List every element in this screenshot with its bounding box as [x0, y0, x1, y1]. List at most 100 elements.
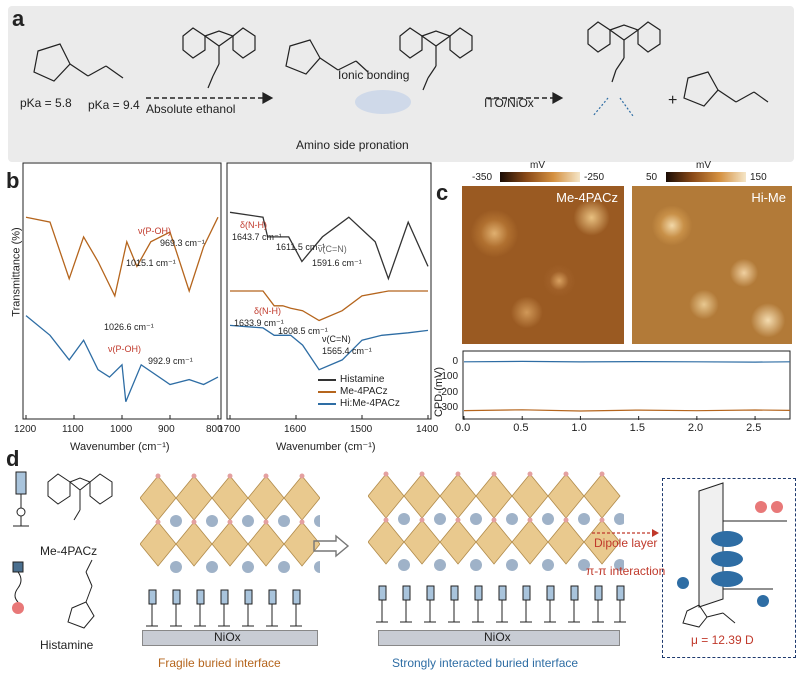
lattice-left-anion — [191, 473, 197, 479]
legend-swatch-hime — [318, 402, 336, 405]
lattice-right-octahedron — [583, 519, 621, 565]
left-annot-1015: 1015.1 cm⁻¹ — [126, 258, 176, 268]
colorbar-1 — [500, 172, 580, 182]
right-annot-1611: 1611.5 cm⁻¹ — [276, 242, 326, 252]
substrate-label: ITO/NiOx — [484, 96, 534, 110]
colorbar-2-max: 150 — [750, 172, 767, 183]
lattice-right-cation — [506, 559, 518, 571]
panel-d-letter: d — [6, 446, 20, 471]
right-annot-1565: 1565.4 cm⁻¹ — [322, 346, 372, 356]
lattice-right-anion — [527, 517, 533, 523]
left-annot-969: 969.3 cm⁻¹ — [160, 238, 205, 248]
anchors-right-molecule-head — [522, 585, 531, 601]
lattice-right-cation — [542, 513, 554, 525]
lattice-left-octahedron — [283, 521, 320, 567]
anchors-right-molecule-head — [402, 585, 411, 601]
cpd-ytick-label--300: -300 — [437, 402, 458, 414]
lattice-right-anion — [419, 517, 425, 523]
legend-label-histamine: Histamine — [340, 374, 385, 385]
lattice-right-octahedron — [547, 519, 585, 565]
lattice-right-anion — [563, 517, 569, 523]
ftir-left-tick-label-900: 900 — [158, 424, 175, 435]
anchors-right-molecule-head — [474, 585, 483, 601]
left-annot-992: 992.9 cm⁻¹ — [148, 356, 193, 366]
lattice-left-cation — [314, 515, 320, 527]
lattice-right-cation — [398, 559, 410, 571]
ftir-left-tick-label-1000: 1000 — [110, 424, 133, 435]
transition-arrow — [313, 534, 350, 558]
anchors-right — [376, 585, 626, 623]
lattice-right-octahedron — [368, 519, 405, 565]
dipole-moment-label: μ = 12.39 D — [691, 633, 754, 647]
pka-2-label: pKa = 9.4 — [88, 98, 140, 112]
right-red-nh-2: δ(N-H) — [254, 306, 281, 316]
panel-a-letter: a — [12, 6, 25, 31]
lattice-left-octahedron — [175, 475, 213, 521]
ftir-right-tick-label-1700: 1700 — [218, 424, 241, 435]
anchors-right-molecule-head — [616, 585, 625, 601]
ftir-left-tick-label-800: 800 — [206, 424, 223, 435]
anchors-left-molecule-head — [244, 589, 253, 605]
legend-item-hime: Hi:Me-4PACz — [318, 398, 400, 409]
colorbar-2-unit: mV — [696, 160, 711, 171]
niox-slab-left — [142, 630, 318, 646]
legend-swatch-me — [318, 390, 336, 393]
cpd-xtick-label-0.0: 0.0 — [455, 422, 471, 434]
ftir-right-series-me-4pacz — [230, 290, 428, 322]
lattice-right-cation — [578, 559, 590, 571]
lattice-left-octahedron — [175, 521, 213, 567]
ftir-left-tick-label-1200: 1200 — [14, 424, 37, 435]
lattice-right-anion — [491, 471, 497, 477]
anchors-right-molecule-head — [594, 585, 603, 601]
lattice-left-octahedron — [140, 475, 177, 521]
cpd-xtick-label-2.5: 2.5 — [746, 422, 762, 434]
lattice-left-octahedron — [247, 521, 285, 567]
lattice-right-octahedron — [439, 473, 477, 519]
panel-a-scheme — [33, 21, 769, 117]
lattice-left-anion — [227, 519, 233, 525]
lattice-right-cation — [434, 559, 446, 571]
cpd-ytick-label--200: -200 — [437, 386, 458, 398]
anchors-right-molecule-head — [570, 585, 579, 601]
lattice-left-octahedron — [211, 475, 249, 521]
pipi-label: π-π interaction — [586, 564, 666, 578]
lattice-right-octahedron — [475, 473, 513, 519]
cpd-frame — [462, 350, 791, 420]
legend-label-me: Me-4PACz — [340, 386, 388, 397]
ftir-legend: Histamine Me-4PACz Hi:Me-4PACz — [318, 374, 400, 409]
dipole-layer-label: Dipole layer — [594, 536, 658, 550]
niox-slab-right — [378, 630, 620, 646]
anchors-right-molecule-head — [378, 585, 387, 601]
lattice-left-anion — [155, 519, 161, 525]
mol-histamine-label: Histamine — [40, 638, 94, 652]
lattice-right-cation — [434, 513, 446, 525]
panel-c-letter: c — [436, 180, 449, 205]
legend-swatch-histamine — [318, 378, 336, 381]
dipole-inset-graphic — [677, 482, 787, 628]
lattice-left-cation — [206, 515, 218, 527]
lattice-left-cation — [170, 561, 182, 573]
colorbar-1-max: -250 — [584, 172, 605, 183]
right-annot-1633: 1633.9 cm⁻¹ — [234, 318, 284, 328]
legend-item-histamine: Histamine — [318, 374, 400, 385]
colorbar-2-min: 50 — [646, 172, 658, 183]
cpd-ytick-label--100: -100 — [437, 371, 458, 383]
plus-sign: + — [668, 92, 678, 109]
lattice-left-cation — [206, 561, 218, 573]
left-red-pooh-1: ν(P-OH) — [138, 226, 171, 236]
lattice-right-cation — [398, 513, 410, 525]
lattice-right-cation — [470, 559, 482, 571]
colorbar-2 — [666, 172, 746, 182]
lattice-left-octahedron — [247, 475, 285, 521]
caption-strong: Strongly interacted buried interface — [392, 656, 579, 670]
cpd-xtick-label-1.5: 1.5 — [629, 422, 645, 434]
solvent-label: Absolute ethanol — [146, 102, 236, 116]
lattice-right-cation — [542, 559, 554, 571]
anchors-right-molecule-head — [426, 585, 435, 601]
anchors-left-molecule-head — [268, 589, 277, 605]
colorbar-1-unit: mV — [530, 160, 545, 171]
lattice-left-anion — [155, 473, 161, 479]
cpd-series-hi-me — [463, 360, 791, 363]
lattice-right-anion — [599, 471, 605, 477]
caption-fragile: Fragile buried interface — [158, 656, 281, 670]
